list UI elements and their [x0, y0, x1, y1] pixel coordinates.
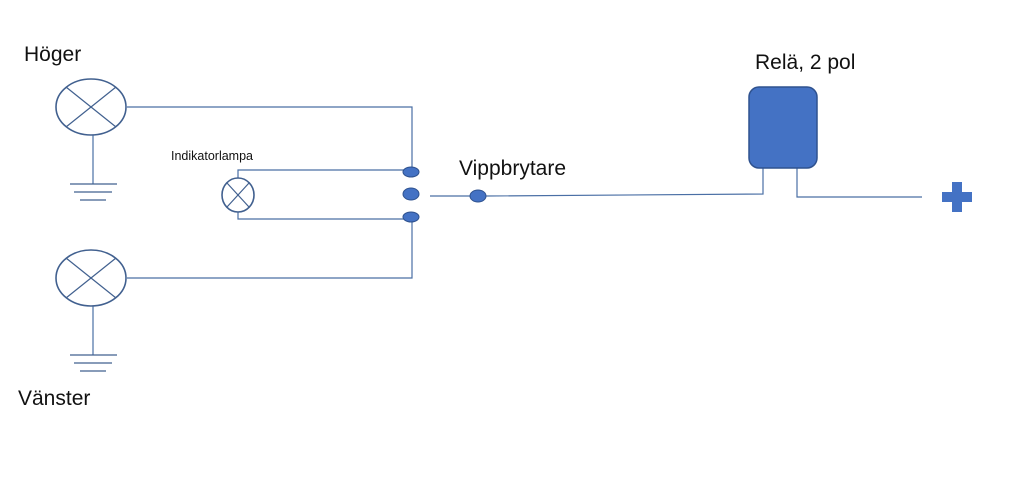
- toggle-switch: [402, 166, 487, 223]
- label-indicator-lamp: Indikatorlampa: [171, 149, 253, 163]
- ground-icon: [70, 354, 117, 372]
- lamp-icon: [55, 249, 127, 307]
- switch-contact-top: [402, 166, 420, 178]
- wire-relay-to-plus: [796, 168, 922, 198]
- ground-icon: [70, 183, 117, 201]
- wire-indicator-bottom: [237, 212, 410, 220]
- left-lamp: [55, 249, 127, 307]
- switch-contact-bottom: [402, 211, 420, 223]
- wire-right-lamp: [127, 106, 413, 172]
- label-toggle-switch: Vippbrytare: [459, 157, 566, 180]
- wires: [92, 106, 922, 355]
- switch-terminal: [469, 189, 487, 203]
- relay-box: [748, 86, 818, 169]
- switch-contact-middle: [402, 187, 420, 201]
- label-left-lamp: Vänster: [18, 387, 90, 410]
- lamp-icon: [221, 177, 255, 213]
- plus-icon: [942, 182, 972, 212]
- label-relay: Relä, 2 pol: [755, 51, 855, 74]
- right-lamp: [55, 78, 127, 136]
- label-right-lamp: Höger: [24, 43, 81, 66]
- wire-switch-to-relay: [485, 168, 764, 197]
- wire-indicator-top: [237, 169, 410, 178]
- lamp-icon: [55, 78, 127, 136]
- wire-left-lamp: [127, 219, 413, 279]
- indicator-lamp: [221, 177, 255, 213]
